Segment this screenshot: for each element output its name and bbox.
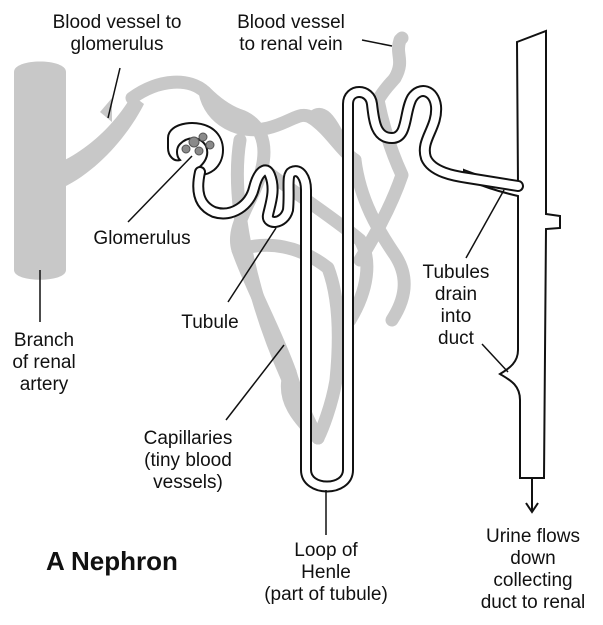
leader-tubules-drain [466, 190, 504, 258]
label-tubule: Tubule [160, 312, 260, 334]
label-capillaries: Capillaries (tiny blood vessels) [118, 428, 258, 494]
leader-glomerulus [128, 156, 192, 222]
leader-vessel-to-glomerulus [108, 68, 120, 118]
label-glomerulus: Glomerulus [72, 228, 212, 250]
glomerulus-capsule [168, 123, 223, 174]
label-branch-artery: Branch of renal artery [4, 330, 84, 396]
diagram-title: A Nephron [46, 546, 178, 577]
label-urine-flows: Urine flows down collecting duct to rena… [468, 526, 598, 614]
collecting-duct [464, 31, 560, 478]
leader-vessel-to-vein [362, 40, 392, 46]
leader-capillaries [226, 345, 284, 420]
label-tubules-drain: Tubules drain into duct [406, 262, 506, 350]
down-arrow-icon [526, 478, 538, 512]
label-vessel-to-vein: Blood vessel to renal vein [219, 12, 363, 56]
label-loop-of-henle: Loop of Henle (part of tubule) [246, 540, 406, 606]
label-vessel-to-glomerulus: Blood vessel to glomerulus [40, 12, 194, 56]
